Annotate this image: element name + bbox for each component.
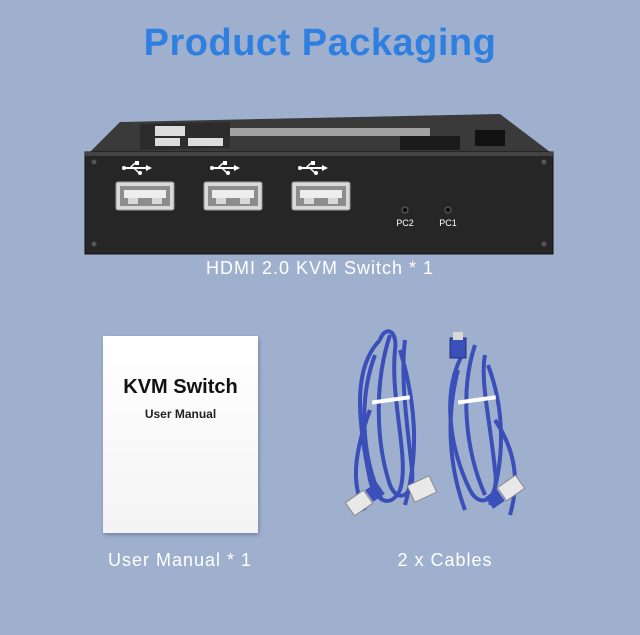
page-title: Product Packaging xyxy=(143,22,497,64)
manual-title: KVM Switch xyxy=(123,376,238,398)
usb-icon xyxy=(298,161,328,175)
usb-b-connector-left xyxy=(406,475,438,503)
user-manual: KVM Switch User Manual xyxy=(103,336,258,533)
usb-b-connector-right xyxy=(449,332,467,359)
cables-caption: 2 x Cables xyxy=(397,550,493,570)
pc2-led xyxy=(401,206,409,214)
manual-subtitle: User Manual xyxy=(144,407,217,421)
usb-port-1 xyxy=(115,161,175,211)
kvm-switch-device: PC2 PC1 xyxy=(84,114,554,255)
manual-caption: User Manual * 1 xyxy=(107,550,253,570)
usb-icon xyxy=(210,161,240,175)
pc1-led xyxy=(444,206,452,214)
usb-a-connector-left xyxy=(344,482,385,517)
cable-coil-left xyxy=(354,329,417,512)
pc1-label: PC1 xyxy=(439,218,457,228)
usb-port-2 xyxy=(203,161,263,211)
usb-a-connector-right xyxy=(485,474,526,509)
cable-coil-right xyxy=(448,344,517,516)
usb-cables xyxy=(344,329,526,517)
pc2-label: PC2 xyxy=(396,218,414,228)
usb-port-3 xyxy=(291,161,351,211)
device-caption: HDMI 2.0 KVM Switch * 1 xyxy=(205,258,435,278)
usb-icon xyxy=(122,161,152,175)
